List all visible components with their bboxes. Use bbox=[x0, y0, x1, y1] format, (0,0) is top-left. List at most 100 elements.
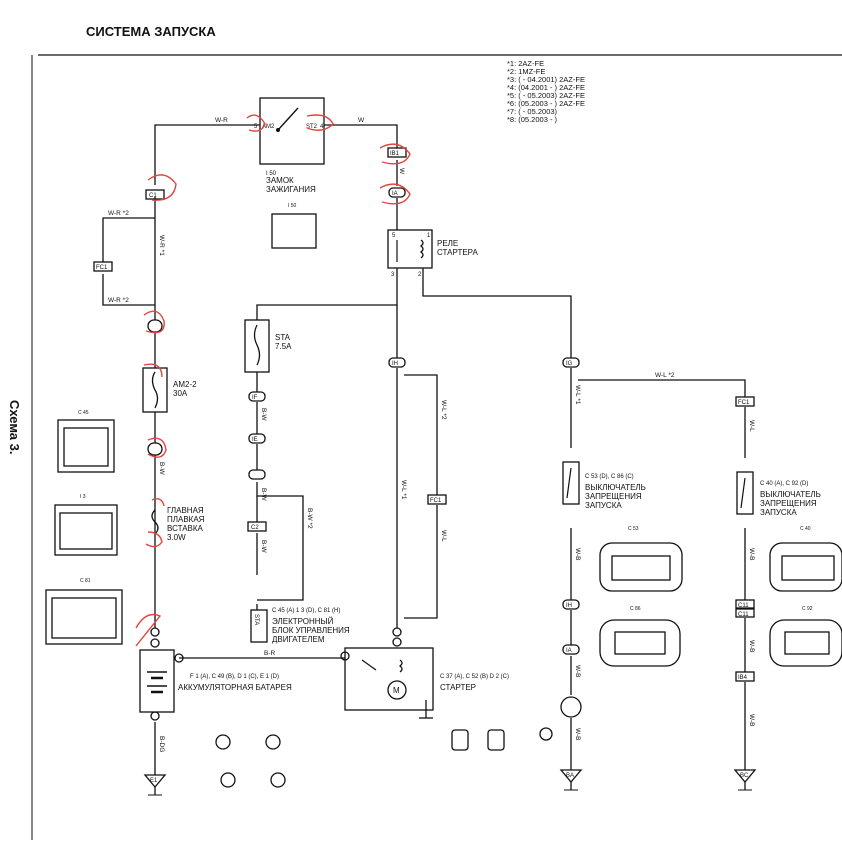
starter-relay-name-2: СТАРТЕРА bbox=[437, 248, 478, 257]
svg-text:STA: STA bbox=[253, 614, 259, 625]
note-6: *6: (05.2003 - ) 2AZ-FE bbox=[507, 99, 585, 108]
svg-text:C 40 (A), C 92 (D): C 40 (A), C 92 (D) bbox=[760, 481, 808, 487]
notes: *1: 2AZ-FE *2: 1MZ-FE *3: ( - 04.2001) 2… bbox=[507, 59, 585, 124]
svg-text:B-W: B-W bbox=[260, 488, 267, 502]
svg-text:I 3: I 3 bbox=[80, 494, 86, 500]
page-title: СИСТЕМА ЗАПУСКА bbox=[86, 24, 216, 39]
svg-text:W-R *2: W-R *2 bbox=[108, 210, 129, 217]
starter-name: СТАРТЕР bbox=[440, 683, 476, 692]
svg-text:ЗАПУСКА: ЗАПУСКА bbox=[585, 501, 622, 510]
svg-text:ST2: ST2 bbox=[306, 124, 318, 130]
ignition-switch-name-2: ЗАЖИГАНИЯ bbox=[266, 185, 316, 194]
svg-text:STA: STA bbox=[275, 333, 291, 342]
ecu: STA C 45 (A) 1 3 (D), C 81 (H) ЭЛЕКТРОНН… bbox=[250, 608, 350, 644]
connector-fc1-c: FC1 bbox=[738, 400, 750, 406]
svg-text:W-B: W-B bbox=[574, 728, 581, 741]
svg-text:M: M bbox=[393, 686, 400, 695]
svg-text:ЗАПУСКА: ЗАПУСКА bbox=[760, 508, 797, 517]
svg-text:W-L *2: W-L *2 bbox=[655, 372, 675, 379]
note-5: *5: ( - 05.2003) 2AZ-FE bbox=[507, 91, 585, 100]
svg-text:B-W: B-W bbox=[158, 462, 165, 476]
connector-ib1: IB1 bbox=[390, 151, 400, 157]
connector-ih: IH bbox=[392, 361, 398, 367]
svg-text:C 37 (A), C 52 (B) D 2 (C): C 37 (A), C 52 (B) D 2 (C) bbox=[440, 674, 509, 680]
svg-text:AM2: AM2 bbox=[262, 124, 275, 130]
connector-c11: C11 bbox=[738, 603, 749, 609]
connector-fc1: FC1 bbox=[96, 265, 108, 271]
inline-connectors: C1 FC1 IB1 IA IH IG IF IE C2 FC1 FC1 IH … bbox=[93, 147, 755, 682]
fuse-sta: STA 7.5A bbox=[244, 319, 292, 373]
svg-text:ПЛАВКАЯ: ПЛАВКАЯ bbox=[167, 515, 205, 524]
connector-ia: IA bbox=[392, 191, 398, 197]
svg-text:B-R: B-R bbox=[264, 650, 276, 657]
connector-ig: IG bbox=[566, 361, 573, 367]
fusible-link: ГЛАВНАЯ ПЛАВКАЯ ВСТАВКА 3.0W bbox=[151, 506, 205, 542]
connector-ib4: IB4 bbox=[738, 675, 748, 681]
svg-text:I 50: I 50 bbox=[288, 203, 297, 209]
connector-ia-2: IA bbox=[566, 648, 572, 654]
battery: F 1 (A), C 49 (B), D 1 (C), E 1 (D) АККУ… bbox=[139, 627, 292, 721]
note-3: *3: ( - 04.2001) 2AZ-FE bbox=[507, 75, 585, 84]
svg-text:W: W bbox=[398, 168, 405, 175]
svg-text:BC: BC bbox=[740, 773, 749, 779]
svg-text:4: 4 bbox=[320, 124, 324, 130]
svg-text:БЛОК УПРАВЛЕНИЯ: БЛОК УПРАВЛЕНИЯ bbox=[272, 626, 350, 635]
svg-text:C 86: C 86 bbox=[630, 606, 641, 612]
svg-text:E1: E1 bbox=[150, 778, 158, 784]
svg-text:1: 1 bbox=[427, 233, 431, 239]
svg-text:3.0W: 3.0W bbox=[167, 533, 186, 542]
svg-text:W-L *1: W-L *1 bbox=[574, 385, 581, 405]
svg-text:BA: BA bbox=[566, 773, 574, 779]
svg-text:W-B: W-B bbox=[748, 548, 755, 561]
svg-text:W-B: W-B bbox=[748, 714, 755, 727]
svg-text:C 45: C 45 bbox=[78, 410, 89, 416]
svg-text:ГЛАВНАЯ: ГЛАВНАЯ bbox=[167, 506, 204, 515]
svg-text:B-W: B-W bbox=[260, 408, 267, 422]
svg-text:C 53: C 53 bbox=[628, 526, 639, 532]
connector-if: IF bbox=[252, 395, 258, 401]
svg-text:3: 3 bbox=[391, 272, 395, 278]
svg-text:B-W *2: B-W *2 bbox=[306, 508, 313, 529]
svg-text:W: W bbox=[358, 117, 365, 124]
svg-text:F 1 (A), C 49 (B), D 1 (C), E: F 1 (A), C 49 (B), D 1 (C), E 1 (D) bbox=[190, 674, 279, 680]
svg-text:W-R *2: W-R *2 bbox=[108, 297, 129, 304]
svg-text:C 40: C 40 bbox=[800, 526, 811, 532]
svg-text:ДВИГАТЕЛЕМ: ДВИГАТЕЛЕМ bbox=[272, 635, 325, 644]
starter-relay-name-1: РЕЛЕ bbox=[437, 239, 458, 248]
svg-text:C 92: C 92 bbox=[802, 606, 813, 612]
svg-text:B-DG: B-DG bbox=[158, 736, 165, 752]
svg-text:AM2-2: AM2-2 bbox=[173, 380, 197, 389]
annotation-marks bbox=[135, 114, 411, 647]
connector-c2: C2 bbox=[251, 525, 259, 531]
svg-text:C 53 (D), C 86 (C): C 53 (D), C 86 (C) bbox=[585, 474, 634, 480]
note-4: *4: (04.2001 - ) 2AZ-FE bbox=[507, 83, 585, 92]
svg-text:ВЫКЛЮЧАТЕЛЬ: ВЫКЛЮЧАТЕЛЬ bbox=[585, 483, 646, 492]
connector-c1: C1 bbox=[149, 193, 157, 199]
svg-text:C 81: C 81 bbox=[80, 578, 91, 584]
grounds: E1 BA BC bbox=[143, 769, 757, 796]
connector-ie: IE bbox=[252, 437, 258, 443]
note-2: *2: 1MZ-FE bbox=[507, 67, 545, 76]
inhibitor-right: C 40 (A), C 92 (D) ВЫКЛЮЧАТЕЛЬ ЗАПРЕЩЕНИ… bbox=[736, 471, 821, 517]
connector-fc1-b: FC1 bbox=[430, 498, 442, 504]
svg-text:W-B: W-B bbox=[574, 665, 581, 678]
connector-views: C 45 I 3 C 81 I 50 C 53 C 86 C 40 C 92 bbox=[45, 203, 842, 788]
starter: M C 37 (A), C 52 (B) D 2 (C) СТАРТЕР bbox=[340, 627, 509, 719]
battery-name: АККУМУЛЯТОРНАЯ БАТАРЕЯ bbox=[178, 683, 292, 692]
svg-text:B-W: B-W bbox=[260, 540, 267, 554]
svg-text:W-L *1: W-L *1 bbox=[400, 480, 407, 500]
wire-labels: W-R W W-R *2 W-R *2 W-R *1 W B-W B-W B-W… bbox=[108, 117, 755, 752]
starter-relay: 5 1 3 2 РЕЛЕ СТАРТЕРА bbox=[387, 229, 478, 278]
svg-text:W-B: W-B bbox=[748, 640, 755, 653]
svg-text:W-R *1: W-R *1 bbox=[158, 235, 165, 256]
svg-text:W-L *2: W-L *2 bbox=[440, 400, 447, 420]
svg-text:ЭЛЕКТРОННЫЙ: ЭЛЕКТРОННЫЙ bbox=[272, 617, 334, 626]
note-1: *1: 2AZ-FE bbox=[507, 59, 544, 68]
svg-text:W-L: W-L bbox=[440, 530, 447, 542]
svg-text:2: 2 bbox=[418, 272, 422, 278]
side-label: Схема 3. bbox=[7, 400, 22, 454]
svg-text:C 45 (A) 1 3 (D), C 81 (H): C 45 (A) 1 3 (D), C 81 (H) bbox=[272, 608, 340, 614]
svg-text:5: 5 bbox=[254, 124, 258, 130]
svg-text:ЗАПРЕЩЕНИЯ: ЗАПРЕЩЕНИЯ bbox=[760, 499, 817, 508]
